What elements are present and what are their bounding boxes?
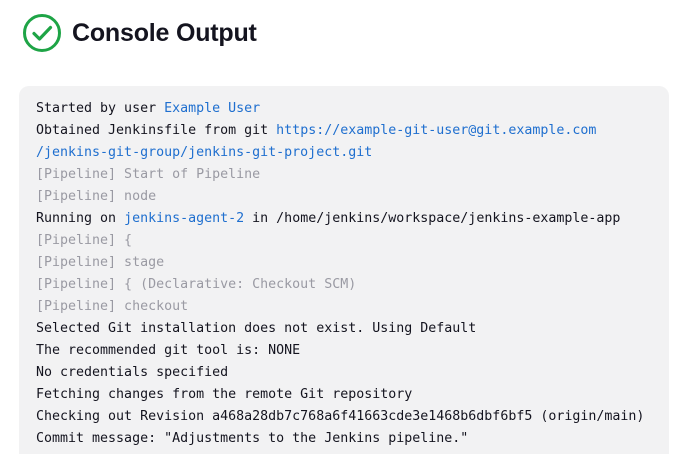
console-line: Checking out Revision a468a28db7c768a6f4… <box>36 409 645 424</box>
user-link[interactable]: Example User <box>164 101 261 116</box>
console-text: Obtained Jenkinsfile from git <box>36 123 277 138</box>
console-line: No credentials specified <box>36 365 229 380</box>
console-line: The recommended git tool is: NONE <box>36 343 301 358</box>
check-circle-icon <box>23 14 61 52</box>
console-line: Obtained Jenkinsfile from git https://ex… <box>36 120 669 142</box>
console-line-pipeline: [Pipeline] { (Declarative: Checkout SCM) <box>36 277 357 292</box>
console-line: Commit message: "Adjustments to the Jenk… <box>36 431 469 446</box>
git-repo-link-continued[interactable]: /jenkins-git-group/jenkins-git-project.g… <box>36 145 373 160</box>
page-title: Console Output <box>72 18 257 47</box>
console-output: Started by user Example User Obtained Je… <box>19 86 669 454</box>
page-header: Console Output <box>22 12 257 54</box>
agent-link[interactable]: jenkins-agent-2 <box>124 211 245 226</box>
console-text: in /home/jenkins/workspace/jenkins-examp… <box>244 211 621 226</box>
console-line: Selected Git installation does not exist… <box>36 321 477 336</box>
console-line-pipeline: [Pipeline] node <box>36 189 157 204</box>
console-line-pipeline: [Pipeline] Start of Pipeline <box>36 167 261 182</box>
console-line-pipeline: [Pipeline] stage <box>36 255 165 270</box>
console-line-pipeline: [Pipeline] { <box>36 233 133 248</box>
console-text: Started by user <box>36 101 165 116</box>
git-repo-link[interactable]: https://example-git-user@git.example.com <box>276 123 597 138</box>
console-line-pipeline: [Pipeline] checkout <box>36 299 189 314</box>
console-line: Started by user Example User <box>36 98 669 120</box>
console-line: Fetching changes from the remote Git rep… <box>36 387 413 402</box>
console-line: Running on jenkins-agent-2 in /home/jenk… <box>36 208 669 230</box>
console-text: Running on <box>36 211 125 226</box>
console-line: /jenkins-git-group/jenkins-git-project.g… <box>36 142 669 164</box>
